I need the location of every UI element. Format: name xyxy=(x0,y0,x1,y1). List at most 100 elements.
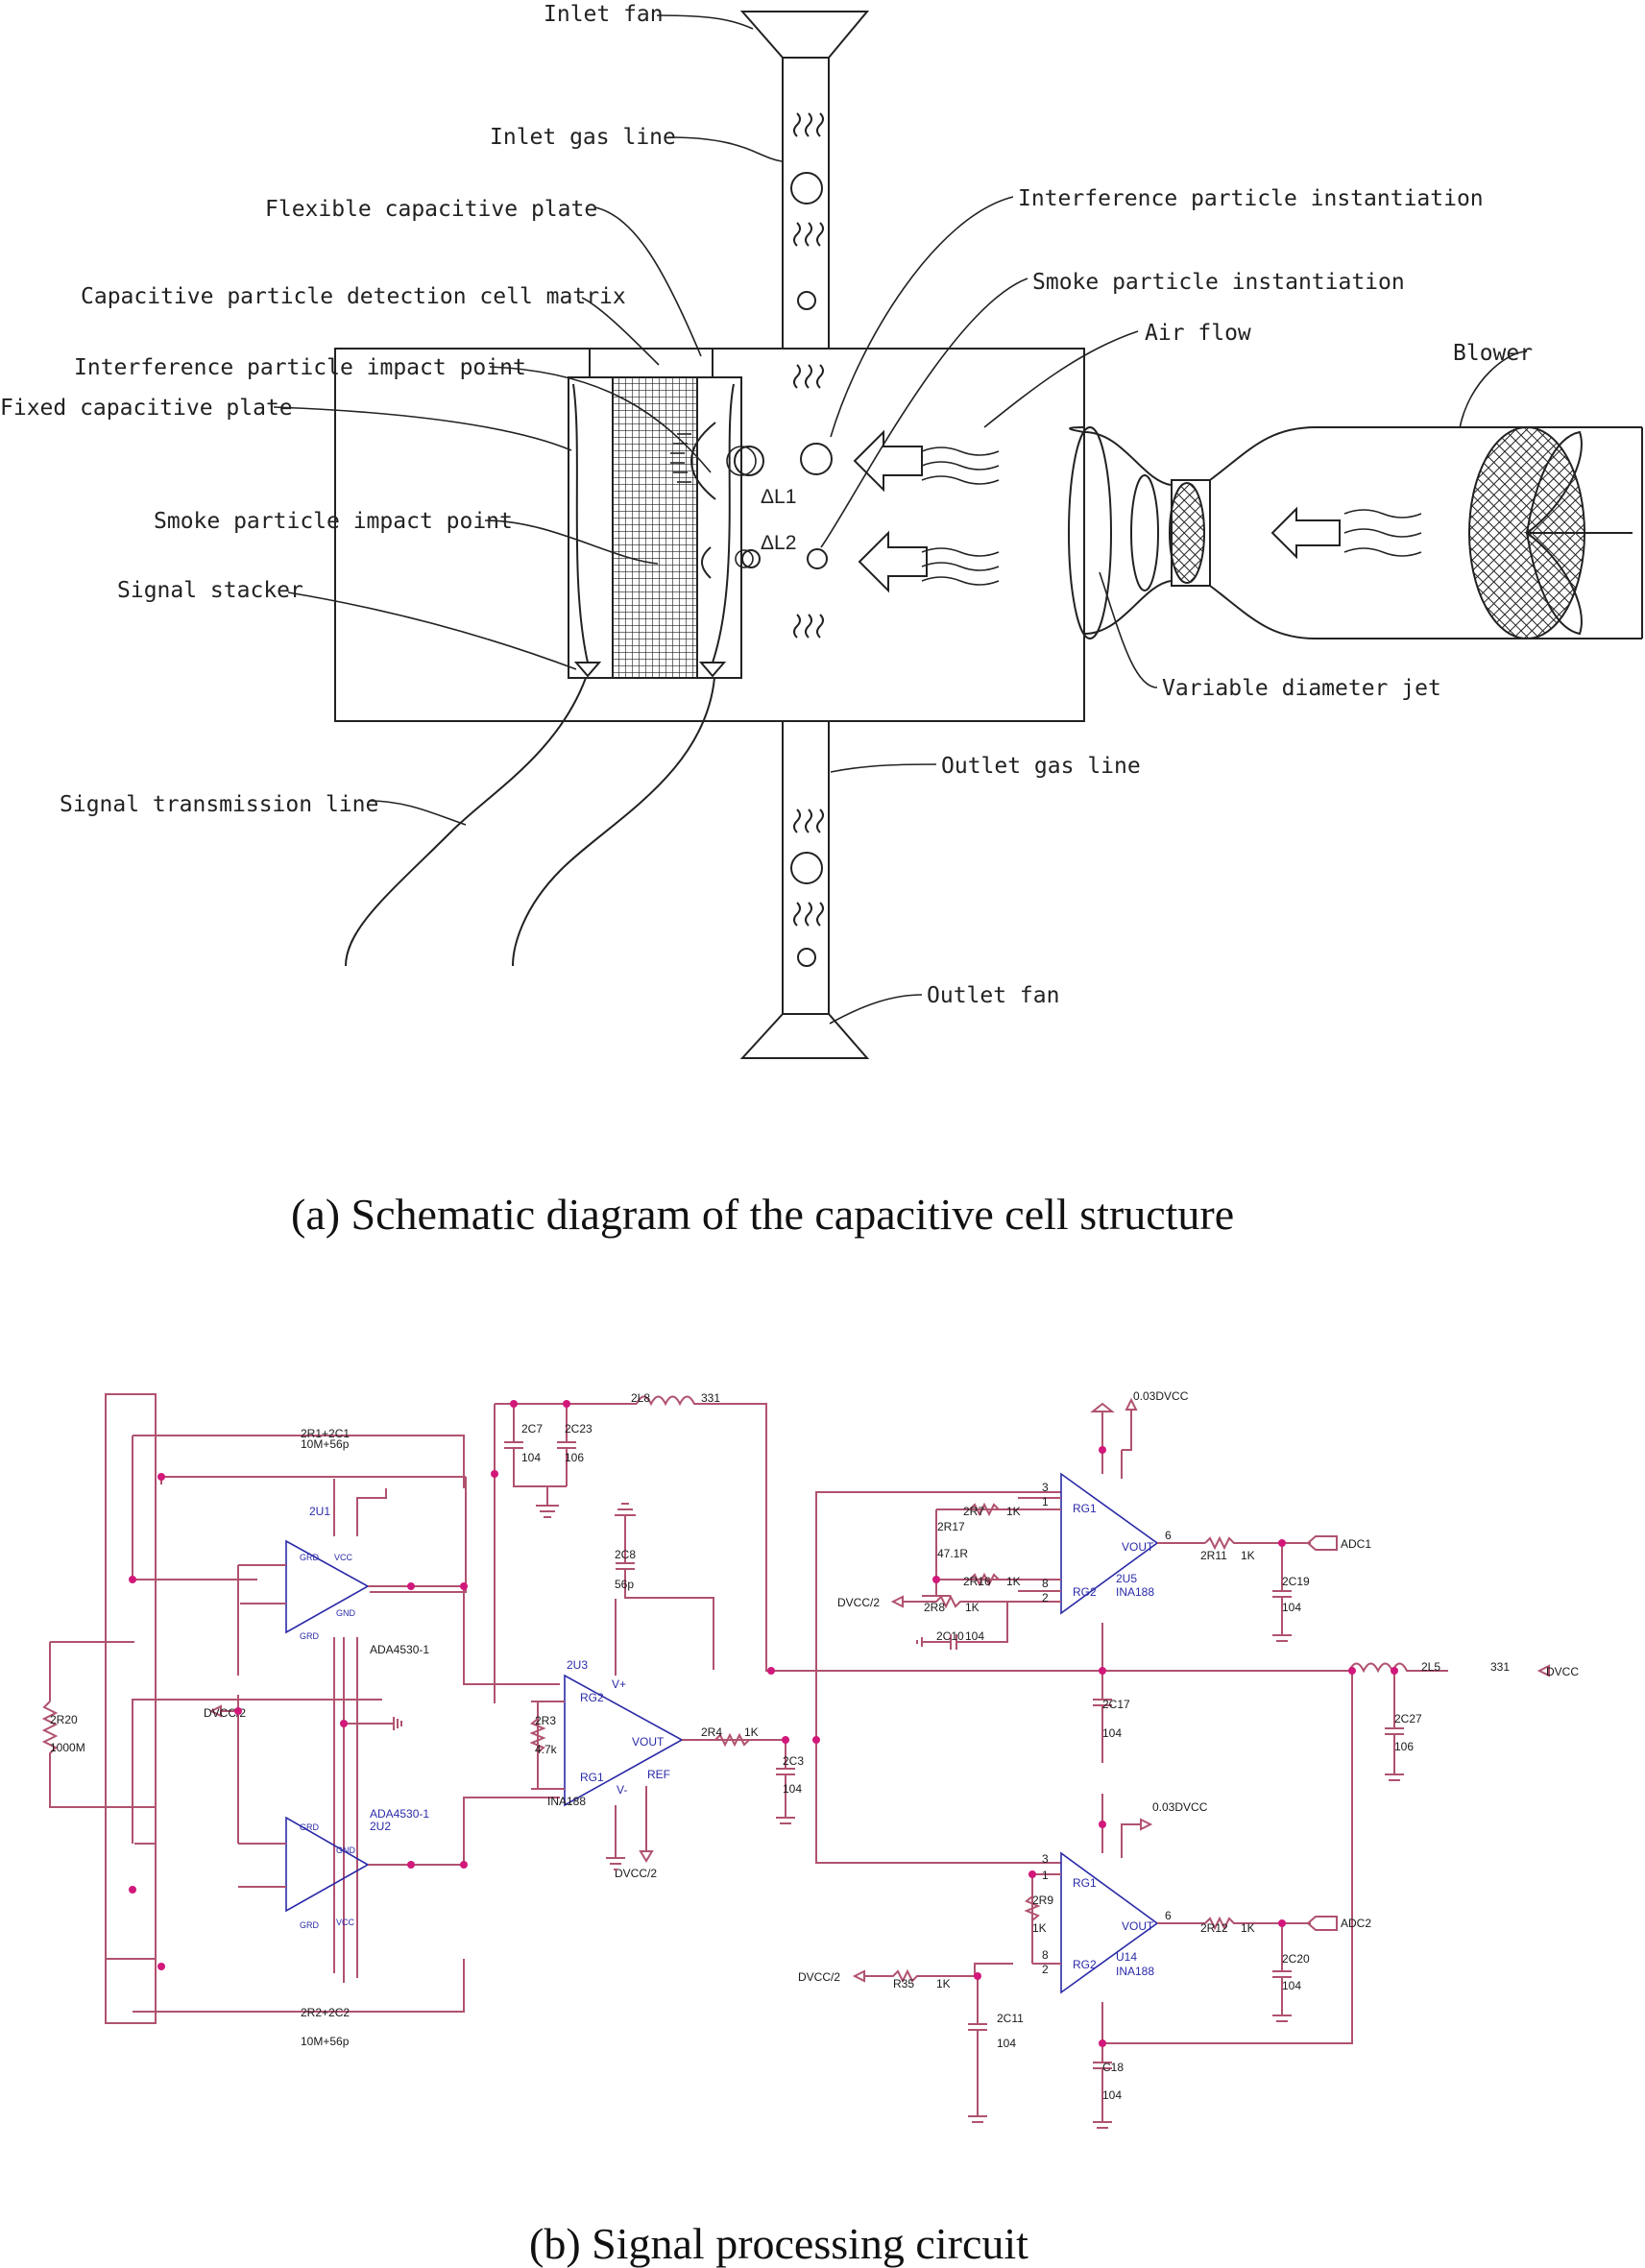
ina-u3 xyxy=(564,1674,684,1807)
label-l8: 2L8 xyxy=(631,1391,650,1405)
label-r20-value: 1000M xyxy=(50,1741,85,1754)
label-fixed-plate: Fixed capacitive plate xyxy=(0,396,293,421)
label-jet: Variable diameter jet xyxy=(1162,676,1441,701)
label-r1c1-value: 10M+56p xyxy=(301,1437,350,1451)
label-u14-rg2: RG2 xyxy=(1073,1958,1097,1971)
outlet-particle-large xyxy=(790,852,823,884)
label-u3-ref: REF xyxy=(647,1768,670,1781)
label-u1-grd-bottom: GRD xyxy=(300,1631,320,1641)
label-l5-value: 331 xyxy=(1490,1660,1510,1674)
smoke-particle xyxy=(807,548,828,569)
label-air-flow: Air flow xyxy=(1145,321,1251,346)
label-u1-vcc: VCC xyxy=(334,1553,353,1562)
label-c10: 2C10 xyxy=(936,1629,964,1643)
label-r2c2: 2R2+2C2 xyxy=(301,2006,350,2019)
outlet-fan-funnel xyxy=(739,1013,870,1059)
label-r35-value: 1K xyxy=(936,1977,951,1991)
resistor-r20 xyxy=(41,1701,59,1773)
label-cell-matrix: Capacitive particle detection cell matri… xyxy=(81,284,626,309)
label-u3: 2U3 xyxy=(567,1658,588,1672)
label-u5-rg1: RG1 xyxy=(1073,1502,1097,1515)
label-c20-value: 104 xyxy=(1282,1979,1301,1992)
inlet-particle-small xyxy=(797,291,816,310)
inlet-fan-funnel xyxy=(739,11,870,59)
pin-u14-8: 8 xyxy=(1042,1948,1049,1962)
caption-b: (b) Signal processing circuit xyxy=(529,2219,1028,2268)
label-r1c1: 2R1+2C1 xyxy=(301,1427,350,1440)
label-c27-value: 106 xyxy=(1394,1740,1414,1753)
label-ada-a: ADA4530-1 xyxy=(370,1643,429,1656)
label-interference-inst: Interference particle instantiation xyxy=(1018,186,1484,211)
label-u5-rg2: RG2 xyxy=(1073,1585,1097,1599)
signal-line-right xyxy=(512,677,715,967)
label-smoke-impact: Smoke particle impact point xyxy=(154,509,513,534)
opamp-u1 xyxy=(285,1539,370,1634)
label-dvcc2-u3: DVCC/2 xyxy=(615,1867,657,1880)
label-signal-line: Signal transmission line xyxy=(60,792,378,817)
pin-u14-3: 3 xyxy=(1042,1852,1049,1866)
label-u2-grd: GRD xyxy=(300,1822,320,1832)
leader-lines xyxy=(273,14,1528,1025)
label-inlet-fan: Inlet fan xyxy=(544,2,664,27)
junction-dots xyxy=(129,1400,1398,2047)
inlet-particle-large xyxy=(790,172,823,205)
label-l8-value: 331 xyxy=(701,1391,720,1405)
label-interference-impact: Interference particle impact point xyxy=(74,355,526,380)
label-r12-value: 1K xyxy=(1241,1921,1255,1935)
label-r8-value: 1K xyxy=(965,1601,980,1614)
label-u3-vminus: V- xyxy=(617,1783,627,1797)
label-c11: 2C11 xyxy=(997,2012,1024,2025)
label-blower: Blower xyxy=(1453,341,1533,366)
label-r20: 2R20 xyxy=(50,1713,78,1726)
label-c17: 2C17 xyxy=(1102,1698,1130,1711)
label-r11: 2R11 xyxy=(1200,1549,1227,1562)
label-c23: 2C23 xyxy=(565,1422,593,1436)
pin-u5-6: 6 xyxy=(1165,1529,1172,1542)
label-r9: 2R9 xyxy=(1032,1894,1053,1907)
label-c27: 2C27 xyxy=(1394,1712,1422,1725)
label-c7-value: 104 xyxy=(521,1451,541,1464)
label-r17: 2R17 xyxy=(937,1520,965,1533)
label-u14-rg1: RG1 xyxy=(1073,1876,1097,1890)
pin-u14-1: 1 xyxy=(1042,1869,1049,1882)
label-u2-gnd: GND xyxy=(336,1846,356,1855)
signal-stacker-left xyxy=(573,662,602,678)
blower-fan xyxy=(1523,430,1633,636)
label-dvcc: DVCC xyxy=(1546,1665,1579,1678)
label-u1: 2U1 xyxy=(309,1505,330,1518)
interference-particle xyxy=(800,443,833,475)
interference-impact-particle xyxy=(734,446,764,476)
pin-u5-2: 2 xyxy=(1042,1591,1049,1604)
label-c20: 2C20 xyxy=(1282,1952,1310,1966)
label-r4: 2R4 xyxy=(701,1725,722,1739)
label-c10-value: 104 xyxy=(965,1629,984,1643)
label-c23-value: 106 xyxy=(565,1451,584,1464)
chamber-box xyxy=(334,348,1085,722)
label-delta-l1: ΔL1 xyxy=(761,486,796,508)
label-r9-value: 1K xyxy=(1032,1921,1047,1935)
label-u2-vcc: VCC xyxy=(336,1918,355,1927)
pin-u14-6: 6 xyxy=(1165,1909,1172,1922)
label-u5-vout: VOUT xyxy=(1122,1540,1154,1554)
label-r7-value: 1K xyxy=(1006,1505,1021,1518)
cell-matrix xyxy=(612,376,698,679)
label-adc2: ADC2 xyxy=(1341,1917,1371,1930)
label-dvcc2-u14: DVCC/2 xyxy=(798,1970,840,1984)
label-flexible-plate: Flexible capacitive plate xyxy=(265,197,597,222)
label-c18: C18 xyxy=(1102,2061,1124,2074)
label-r17-value: 47.1R xyxy=(937,1547,968,1560)
label-r3-value: 4.7k xyxy=(535,1743,558,1756)
air-flow-arrow-upper xyxy=(853,429,923,493)
diagram-b: 2R20 1000M 2R1+2C1 10M+56p 2U1 GRD GRD V… xyxy=(41,1389,1579,2268)
label-c3: 2C3 xyxy=(783,1754,804,1768)
ina-u14 xyxy=(1060,1851,1159,1994)
label-r4-value: 1K xyxy=(744,1725,759,1739)
label-c11-value: 104 xyxy=(997,2037,1016,2050)
jet-filter xyxy=(1169,482,1205,584)
pin-u5-3: 3 xyxy=(1042,1481,1049,1494)
air-flow-arrow-lower xyxy=(858,530,928,593)
outlet-flow-marks xyxy=(793,808,824,927)
signal-stacker-right xyxy=(698,662,727,678)
label-c3-value: 104 xyxy=(783,1782,802,1796)
